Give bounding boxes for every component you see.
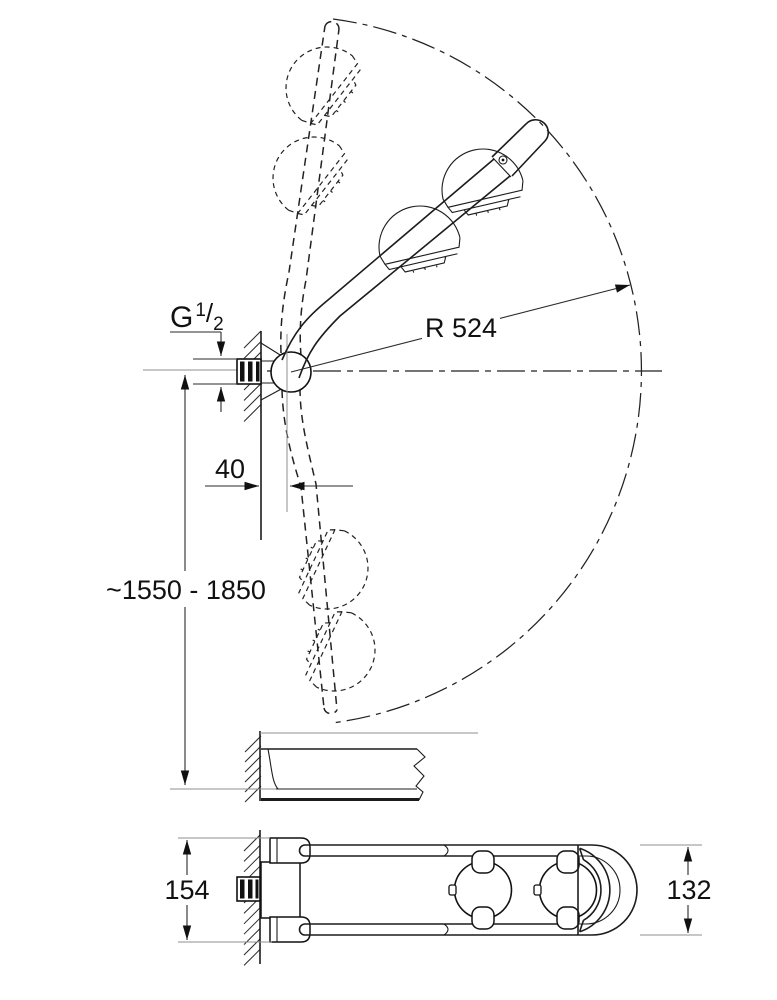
plan-spray-head-1 [448, 850, 513, 930]
plan-mount-bracket [260, 837, 311, 943]
plan-view: 154 132 [158, 830, 716, 966]
wall-offset-label: 40 [215, 454, 245, 484]
installation-height-dimension: ~1550 - 1850 [106, 375, 266, 785]
spray-head [433, 140, 529, 223]
shower-arm-down-dashed [281, 387, 390, 715]
arm-width-dimension: 132 [640, 844, 716, 936]
plan-thread-fitting [236, 876, 261, 902]
plan-handle-end [577, 844, 638, 936]
break-line [413, 748, 426, 801]
handle-screw-icon [498, 155, 508, 165]
mount-height-dimension: 154 [158, 837, 272, 943]
dashed-spray-head [287, 520, 383, 624]
arm-handle [491, 118, 550, 178]
radius-label: R 524 [425, 313, 497, 343]
shower-tray-section [170, 731, 478, 803]
shower-arm-up-dashed [255, 20, 372, 357]
mount-height-label: 154 [164, 875, 209, 905]
shower-arm-solid [281, 118, 550, 379]
dashed-spray-head [268, 29, 372, 136]
plan-arm-tubes [298, 844, 578, 936]
radius-dimension: R 524 [290, 284, 631, 373]
handle-loop-ring [578, 847, 611, 933]
plan-spray-head-2 [533, 850, 598, 930]
wall-offset-dimension: 40 [205, 454, 353, 491]
tray-wall-hatching [244, 735, 262, 803]
tube-break-mark [443, 844, 449, 936]
arm-width-label: 132 [666, 875, 711, 905]
dashed-spray-head [294, 602, 390, 706]
installation-height-label: ~1550 - 1850 [106, 575, 266, 605]
thread-fitting [236, 358, 262, 385]
dashed-spray-head [255, 119, 359, 226]
spray-head [370, 197, 466, 280]
